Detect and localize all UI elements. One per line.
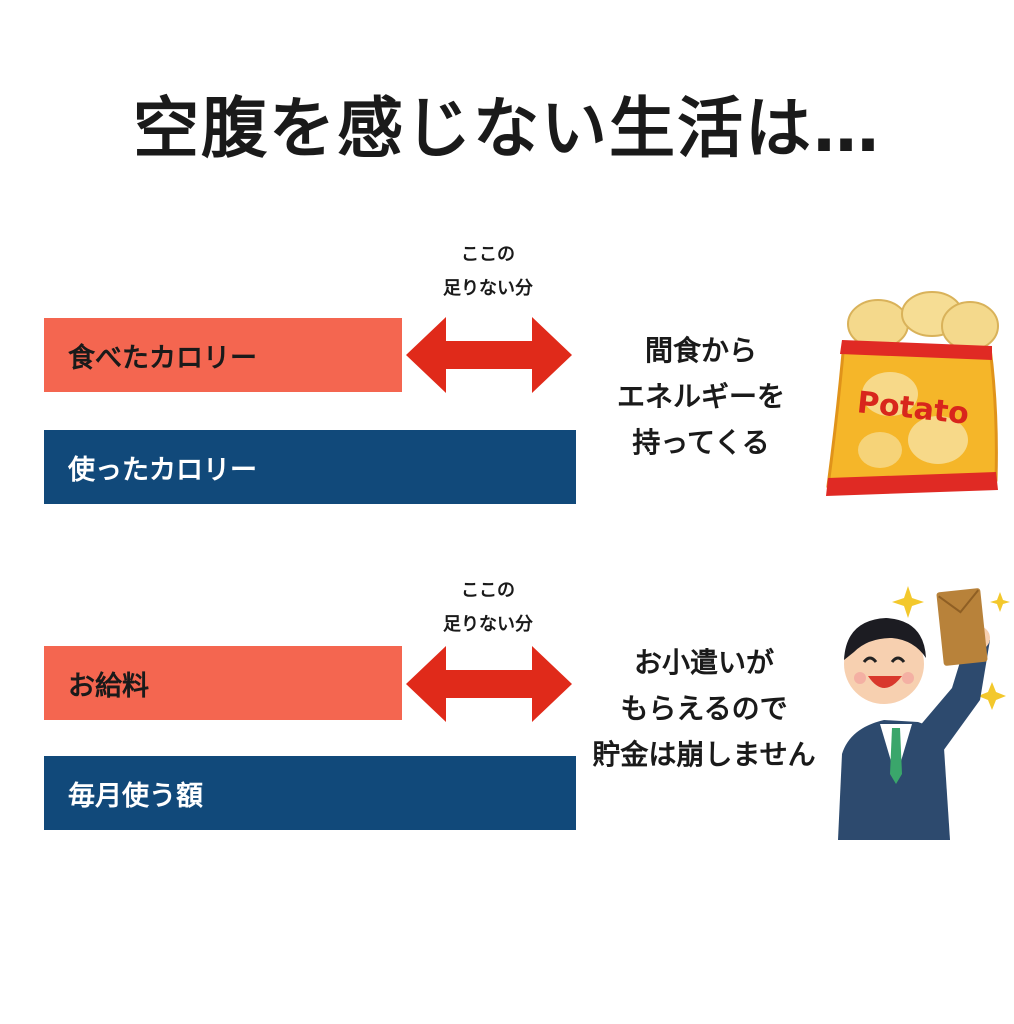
- gap-label-line-2: 足りない分: [443, 614, 533, 635]
- note-line-2: もらえるので: [620, 692, 788, 725]
- salary-bar: お給料: [44, 646, 402, 720]
- gap-label-line-1: ここの: [461, 244, 515, 265]
- used-calories-label: 使ったカロリー: [68, 454, 257, 486]
- note-line-1: 間食から: [644, 334, 757, 367]
- double-arrow-icon: [406, 317, 572, 393]
- note-line-1: お小遣いが: [633, 646, 774, 679]
- gap-label: ここの 足りない分: [410, 574, 566, 642]
- snack-note: 間食から エネルギーを 持ってくる: [596, 328, 806, 466]
- gap-label: ここの 足りない分: [410, 238, 566, 306]
- gap-label-line-2: 足りない分: [443, 278, 533, 299]
- businessman-with-envelope-icon: [838, 586, 1010, 840]
- eaten-calories-bar: 食べたカロリー: [44, 318, 402, 392]
- eaten-calories-label: 食べたカロリー: [68, 342, 257, 374]
- page-title: 空腹を感じない生活は…: [133, 90, 881, 167]
- allowance-note: お小遣いが もらえるので 貯金は崩しません: [582, 640, 826, 778]
- gap-label-line-1: ここの: [461, 580, 515, 601]
- note-line-2: エネルギーを: [616, 380, 785, 413]
- monthly-spending-bar: 毎月使う額: [44, 756, 576, 830]
- potato-chips-bag-icon: Potato: [826, 291, 999, 496]
- note-line-3: 貯金は崩しません: [592, 738, 816, 771]
- monthly-spending-label: 毎月使う額: [68, 780, 203, 812]
- double-arrow-icon: [406, 646, 572, 722]
- used-calories-bar: 使ったカロリー: [44, 430, 576, 504]
- note-line-3: 持ってくる: [632, 426, 770, 459]
- salary-label: お給料: [68, 670, 149, 702]
